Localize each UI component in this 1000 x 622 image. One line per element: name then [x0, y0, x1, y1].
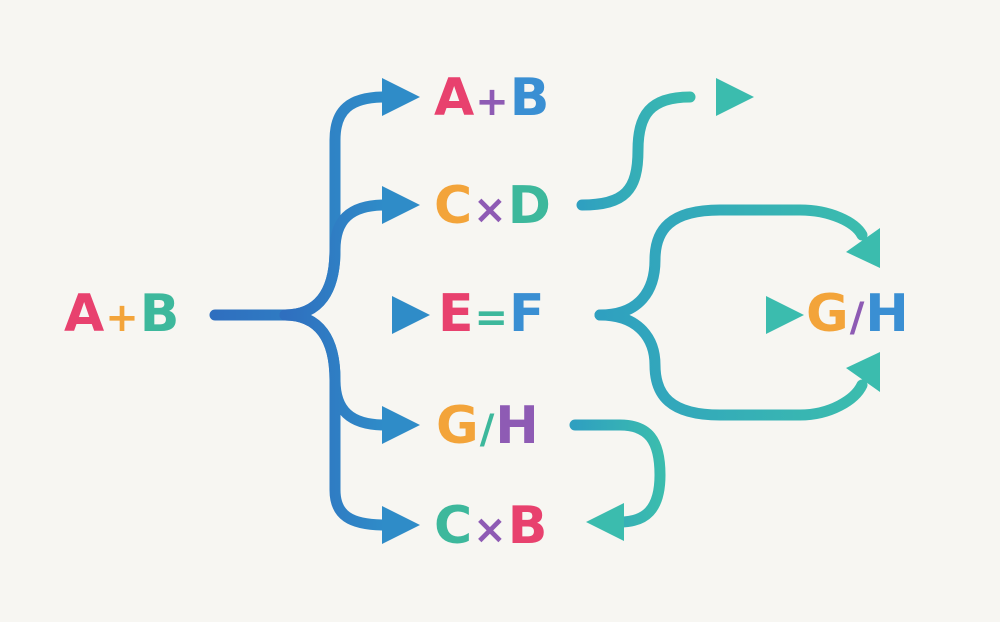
node-3-expression: E=F: [438, 284, 546, 348]
arrowhead-n5: [382, 506, 420, 544]
node-result-part-2: /: [849, 295, 866, 341]
arrowhead-result-upper: [846, 228, 880, 268]
arrow-source-to-n5: [279, 309, 391, 531]
node-1-expression: A+B: [434, 68, 550, 132]
node-result-expression: G/H: [806, 284, 910, 348]
node-3-part-2: =: [474, 295, 510, 341]
arrowhead-n2: [382, 186, 420, 224]
arrow-n4-to-n5: [569, 419, 666, 528]
arrowhead-result-lower: [846, 352, 880, 392]
node-source-part-1: A: [64, 284, 106, 344]
node-3-part-3: F: [509, 284, 546, 344]
node-source-part-2: +: [105, 295, 140, 341]
node-1-part-1: A: [434, 68, 476, 128]
arrow-n3-lower: [594, 309, 868, 421]
node-source-part-3: B: [139, 284, 181, 344]
arrowhead-n1-out: [716, 78, 754, 116]
node-4-part-3: H: [495, 396, 540, 456]
node-5-part-3: B: [507, 496, 549, 556]
node-4-part-2: /: [479, 407, 496, 453]
node-4-expression: G/H: [436, 396, 540, 460]
arrow-source-to-n2: [279, 199, 391, 321]
node-source-expression: A+B: [64, 284, 180, 348]
node-1-part-2: +: [475, 79, 510, 125]
node-5-part-2: ×: [473, 507, 508, 553]
arrow-n3-upper: [594, 204, 868, 321]
node-5-expression: C×B: [434, 496, 548, 560]
node-result-part-1: G: [806, 284, 850, 344]
arrow-n2-merge: [576, 91, 696, 211]
arrowhead-n3: [392, 296, 430, 334]
node-result-part-3: H: [865, 284, 910, 344]
arrowhead-n4: [382, 406, 420, 444]
arrowhead-n5-in: [586, 503, 624, 541]
node-1-part-3: B: [509, 68, 551, 128]
arrowhead-result-mid: [766, 296, 804, 334]
node-2-part-2: ×: [473, 187, 508, 233]
node-4-part-1: G: [436, 396, 480, 456]
node-2-part-1: C: [434, 176, 474, 236]
node-2-part-3: D: [507, 176, 552, 236]
arrowhead-n1: [382, 78, 420, 116]
node-2-expression: C×D: [434, 176, 552, 240]
node-5-part-1: C: [434, 496, 474, 556]
node-3-part-1: E: [438, 284, 475, 344]
